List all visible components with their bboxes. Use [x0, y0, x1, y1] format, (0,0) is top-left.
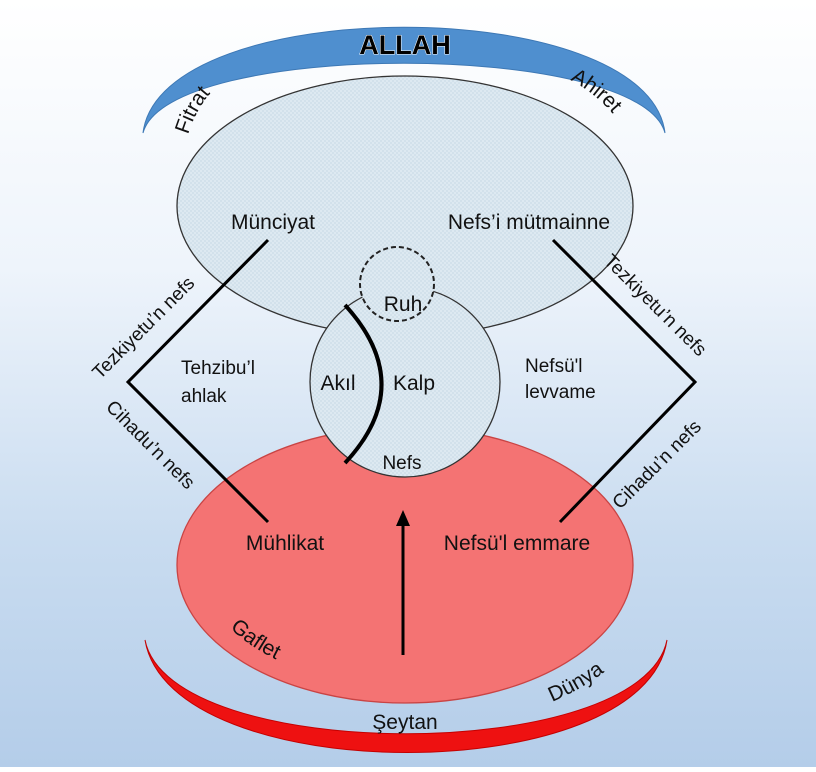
right-bracket-line — [551, 238, 698, 524]
label-kalp: Kalp — [393, 372, 435, 395]
label-munciyat: Münciyat — [231, 211, 315, 234]
label-cihadun-nefs-left: Cihadu’n nefs — [101, 397, 198, 494]
label-levvame: levvame — [525, 382, 596, 403]
label-akil: Akıl — [320, 372, 355, 395]
label-ahlak: ahlak — [181, 386, 227, 407]
label-tehzibul: Tehzibu’l — [181, 358, 255, 379]
label-cihadun-nefs-right: Cihadu’n nefs — [609, 416, 706, 513]
label-tezkiyetun-nefs-right: Tezkiyetu’n nefs — [599, 251, 710, 361]
top-arc — [142, 26, 666, 134]
label-nefs: Nefs — [382, 453, 421, 474]
bottom-arc — [144, 639, 668, 753]
label-nefsul-emmare: Nefsü'l emmare — [444, 532, 590, 555]
label-nefsi-mutmainne: Nefs’i mütmainne — [448, 211, 610, 234]
label-seytan: Şeytan — [372, 711, 437, 734]
label-muhlikat: Mühlikat — [246, 532, 324, 555]
ruh-circle — [359, 246, 435, 322]
akil-kalp-divider — [343, 303, 384, 465]
title-allah: ALLAH — [359, 30, 450, 60]
label-ruh: Ruh — [384, 293, 423, 316]
left-bracket-line — [125, 238, 270, 524]
upward-arrow-head — [396, 510, 410, 526]
label-nefsul: Nefsü'l — [525, 356, 582, 377]
